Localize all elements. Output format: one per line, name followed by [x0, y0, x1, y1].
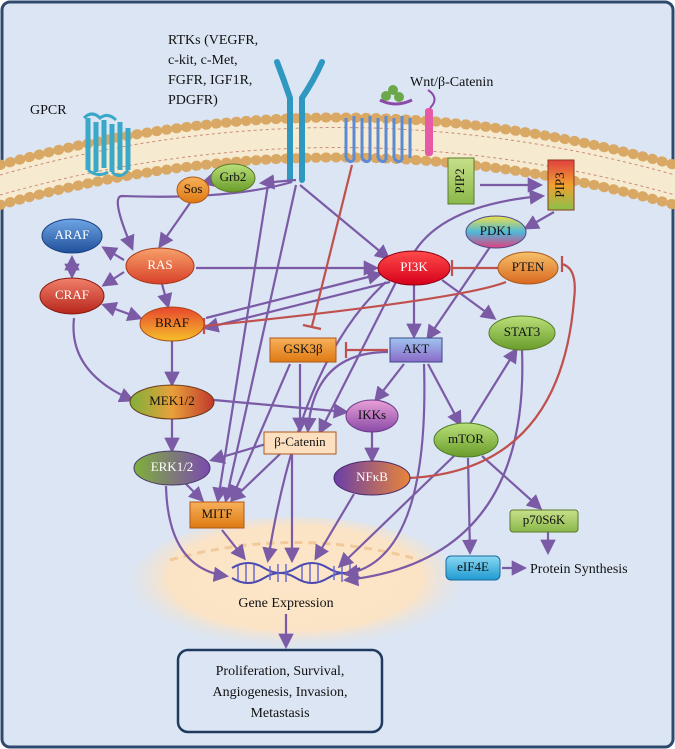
node-mek: MEK1/2: [129, 384, 215, 420]
araf-label: ARAF: [55, 227, 90, 242]
mek-label: MEK1/2: [149, 393, 195, 408]
akt-label: AKT: [403, 341, 430, 356]
pdk1-label: PDK1: [480, 223, 513, 238]
node-p70s6k: p70S6K: [509, 509, 579, 533]
sos-label: Sos: [184, 181, 203, 196]
p70s6k-label: p70S6K: [523, 512, 566, 527]
mtor-label: mTOR: [448, 431, 484, 446]
rtk-label: RTKs (VEGFR, c-kit, c-Met, FGFR, IGF1R, …: [168, 33, 258, 108]
svg-text:RTKs (VEGFR,: RTKs (VEGFR,: [168, 33, 258, 48]
pip2-label: PIP2: [452, 168, 467, 193]
gpcr-label: GPCR: [30, 103, 67, 118]
node-pip3: PIP3: [547, 159, 575, 211]
mitf-label: MITF: [201, 506, 232, 521]
node-bcatenin: β-Catenin: [263, 431, 337, 455]
gsk3b-label: GSK3β: [283, 341, 323, 356]
gene-expression-label: Gene Expression: [238, 596, 333, 611]
pi3k-label: PI3K: [400, 259, 428, 274]
node-eif4e: eIF4E: [445, 555, 501, 581]
svg-text:Proliferation, Survival,: Proliferation, Survival,: [216, 664, 345, 679]
ikks-label: IKKs: [358, 407, 386, 422]
wnt-receptor-icon: [344, 85, 436, 164]
node-pip2: PIP2: [447, 157, 475, 205]
node-braf: BRAF: [139, 306, 205, 342]
node-mitf: MITF: [189, 501, 245, 529]
node-pten: PTEN: [497, 251, 559, 285]
dna-icon: [231, 562, 361, 584]
eif4e-label: eIF4E: [457, 559, 489, 574]
node-nfkb: NFκB: [333, 460, 411, 496]
wnt-label: Wnt/β-Catenin: [410, 75, 493, 90]
grb2-label: Grb2: [220, 169, 247, 184]
svg-text:FGFR, IGF1R,: FGFR, IGF1R,: [168, 73, 252, 88]
svg-text:c-kit, c-Met,: c-kit, c-Met,: [168, 53, 238, 68]
node-ikks: IKKs: [345, 399, 399, 433]
nucleus: [130, 517, 460, 653]
protein-synthesis-label: Protein Synthesis: [530, 562, 628, 577]
bcatenin-label: β-Catenin: [274, 434, 326, 449]
stat3-label: STAT3: [504, 324, 541, 339]
node-sos: Sos: [176, 176, 210, 204]
pten-label: PTEN: [512, 259, 545, 274]
node-pi3k: PI3K: [377, 250, 451, 286]
ras-label: RAS: [147, 257, 172, 272]
activation-arrows: [64, 172, 556, 650]
node-grb2: Grb2: [210, 163, 256, 193]
node-mtor: mTOR: [433, 422, 499, 458]
node-stat3: STAT3: [488, 315, 556, 351]
node-pdk1: PDK1: [465, 215, 527, 249]
svg-text:Metastasis: Metastasis: [250, 706, 309, 721]
outcome-box: Proliferation, Survival, Angiogenesis, I…: [176, 648, 384, 734]
node-ras: RAS: [125, 247, 195, 285]
svg-text:PDGFR): PDGFR): [168, 93, 218, 108]
node-gsk3b: GSK3β: [269, 337, 337, 363]
node-craf: CRAF: [39, 277, 105, 315]
erk-label: ERK1/2: [151, 459, 194, 474]
gpcr-receptor-icon: [82, 112, 131, 177]
node-akt: AKT: [389, 337, 443, 363]
svg-text:Angiogenesis, Invasion,: Angiogenesis, Invasion,: [213, 685, 348, 700]
node-araf: ARAF: [41, 218, 103, 254]
nfkb-label: NFκB: [356, 469, 388, 484]
node-erk: ERK1/2: [133, 450, 211, 486]
rtk-receptor-icon: [274, 59, 325, 183]
craf-label: CRAF: [55, 287, 89, 302]
braf-label: BRAF: [155, 315, 189, 330]
pip3-label: PIP3: [552, 172, 567, 197]
